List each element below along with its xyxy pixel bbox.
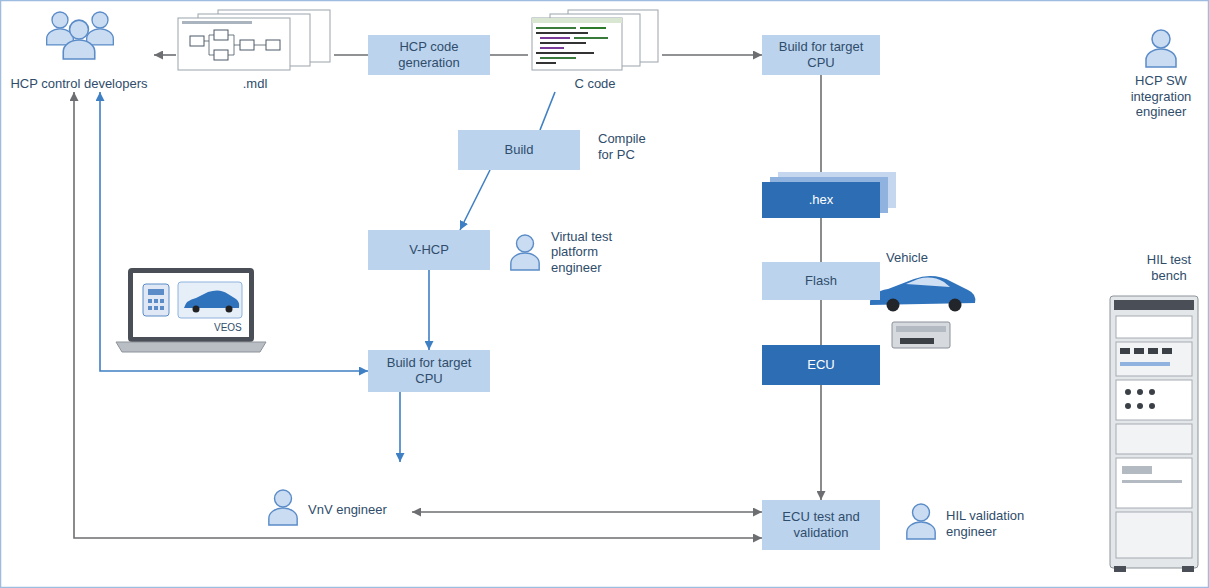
file-icon: C code [528,8,662,92]
flow-arrow [428,270,430,350]
flow-arrow [490,54,528,56]
node-text: VnV engineer [308,502,387,518]
flow-arrow [74,92,762,538]
person-icon [87,12,114,45]
flow-arrow [412,511,762,513]
flow-arrow [662,54,762,56]
flow-arrow [820,300,822,345]
role-icon: HCP SW integration engineer [1118,26,1204,120]
car-illustration [870,276,975,311]
caption-label: HIL test bench [1136,252,1202,283]
node-text: Flash [805,273,837,289]
node-text: Virtual test platform engineer [551,229,635,276]
node-text: V-HCP [409,242,449,258]
flow-arrow [820,75,822,182]
laptop-illustration [116,268,266,352]
node-text: HIL validation engineer [946,508,1050,539]
artifact-box: .hex [762,182,880,218]
flow-arrow [540,92,555,130]
flow-arrow [460,170,490,230]
process-box: Build for target CPU [368,350,490,392]
caption-label: VEOS [214,322,250,334]
flow-arrow [820,218,822,262]
role-icon: VnV engineer [262,462,412,530]
process-box: Flash [762,262,880,300]
node-text: ECU [807,357,834,373]
node-text: ECU test and validation [770,509,872,540]
ecu-device [892,322,950,348]
process-box: Build [458,130,580,170]
hil-rack [1110,296,1198,572]
process-box: ECU test and validation [762,500,880,550]
role-icon: HIL validation engineer [900,494,1050,554]
node-text: HCP code generation [376,39,482,70]
people-icon: HCP control developers [4,8,154,92]
person-icon [269,490,297,525]
code-document-stack [532,10,658,70]
model-document-stack [178,10,330,70]
person-icon [1146,30,1176,67]
flow-arrow [334,54,368,56]
flow-arrow [820,385,822,500]
process-box: V-HCP [368,230,490,270]
person-icon [511,235,539,270]
file-icon: .mdl [176,8,334,92]
artifact-box: ECU [762,345,880,385]
flow-arrow [399,392,401,462]
flow-arrow [100,92,368,371]
process-box: HCP code generation [368,35,490,75]
node-text: Build for target CPU [376,355,482,386]
caption-label: Compile for PC [598,131,660,162]
flow-arrow [154,54,176,56]
node-text: .hex [809,192,834,208]
node-text: C code [574,76,615,92]
process-box: Build for target CPU [762,35,880,75]
node-text: Build for target CPU [770,39,872,70]
node-text: HCP SW integration engineer [1118,73,1204,120]
role-icon: Virtual test platform engineer [505,226,635,278]
person-icon [63,20,95,59]
node-text: .mdl [243,76,268,92]
caption-label: Vehicle [886,250,956,266]
node-text: Build [505,142,534,158]
person-icon [907,504,935,539]
node-text: HCP control developers [10,76,147,92]
